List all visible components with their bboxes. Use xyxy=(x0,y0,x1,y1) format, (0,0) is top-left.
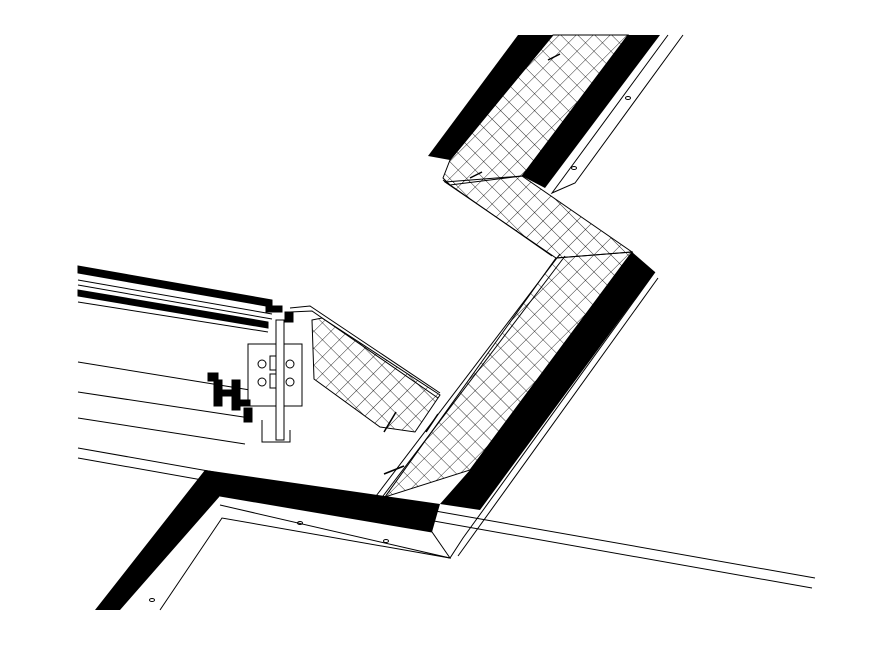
bolt-icon xyxy=(285,359,295,369)
anchor xyxy=(469,171,483,179)
anchor xyxy=(547,53,561,61)
main-cladding-solid xyxy=(440,252,655,510)
screw-icon xyxy=(383,539,389,543)
head-flashing xyxy=(289,305,441,394)
head-clip xyxy=(284,311,294,323)
screw-icon xyxy=(149,598,155,602)
profile-part xyxy=(207,372,219,382)
jamb-insulation-wedge xyxy=(311,317,441,433)
anchor xyxy=(383,465,405,475)
window-line-1 xyxy=(77,301,269,333)
profile-part xyxy=(235,399,251,407)
glazing-line-b xyxy=(77,284,273,320)
middle-insulation-band xyxy=(443,175,634,259)
profile-part xyxy=(243,407,253,423)
head-clip xyxy=(265,305,283,313)
window-line-3 xyxy=(77,391,251,419)
glazing-line-a xyxy=(77,279,273,315)
screw-icon xyxy=(571,166,577,170)
main-outer-edge xyxy=(457,277,659,557)
screw-icon xyxy=(625,96,631,100)
screw-icon xyxy=(535,418,541,422)
window-head-profile xyxy=(77,265,273,329)
bolt-icon xyxy=(285,377,295,387)
lower-outer-frame xyxy=(159,495,452,611)
glazing-bar-bottom xyxy=(77,289,269,329)
bracket-assembly xyxy=(247,319,303,443)
step-liner xyxy=(442,179,553,257)
window-frame-profile xyxy=(207,305,294,423)
bolt-icon xyxy=(257,377,267,387)
frame-screws xyxy=(149,96,631,602)
window-line-4 xyxy=(77,417,246,445)
main-outer-frame xyxy=(219,271,656,559)
sill-line-upper xyxy=(77,447,816,579)
profile-part xyxy=(213,379,223,407)
screw-icon xyxy=(297,521,303,525)
bracket-hook xyxy=(261,420,291,443)
mullion-profile xyxy=(275,319,285,441)
bolt-icon xyxy=(257,359,267,369)
screw-icon xyxy=(583,356,589,360)
upper-outer-frame xyxy=(550,34,684,195)
inner-liner-1 xyxy=(372,253,561,501)
fixing-anchors xyxy=(383,53,561,475)
profile-part xyxy=(231,379,241,411)
anchor xyxy=(383,411,397,433)
window-line-2 xyxy=(77,361,251,391)
upper-right-cladding-solid xyxy=(522,35,660,188)
screw-icon xyxy=(487,484,493,488)
anchor xyxy=(425,413,439,433)
lower-cladding-solid xyxy=(95,470,440,610)
flashing-lines xyxy=(289,179,566,501)
upper-cladding-solid xyxy=(428,35,553,160)
inner-liner-2 xyxy=(379,255,566,501)
head-flashing-inner xyxy=(289,310,439,399)
